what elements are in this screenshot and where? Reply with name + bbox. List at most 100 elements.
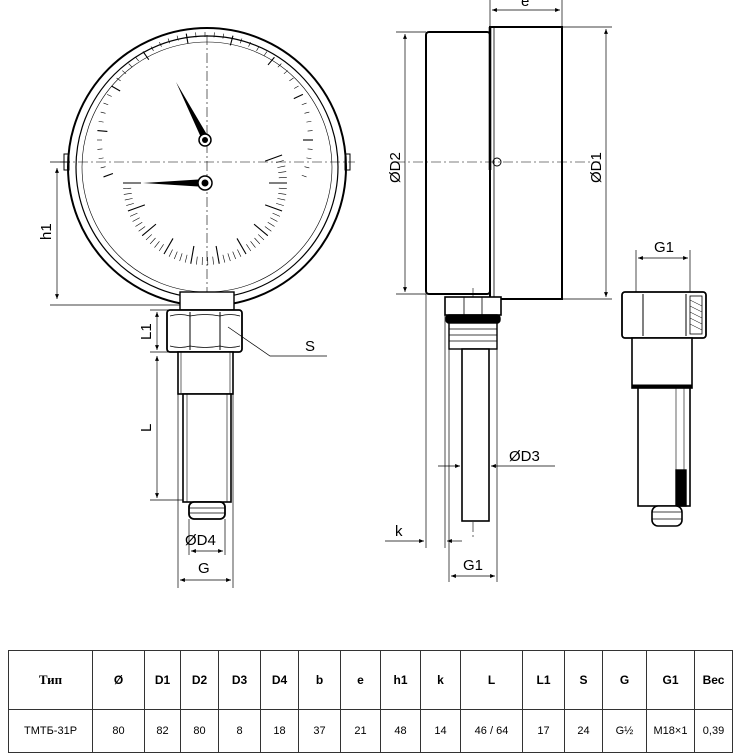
scale-tick xyxy=(143,52,149,60)
scale-tick xyxy=(159,244,163,251)
table-header-cell: Тип xyxy=(9,651,93,710)
stem-tip xyxy=(189,502,225,519)
technical-drawing: h1 L1 L S ØD4 G e ØD2 ØD1 ØD3 k G1 G1 xyxy=(0,0,750,640)
table-cell: 37 xyxy=(299,710,341,753)
scale-tick xyxy=(264,52,267,56)
scale-tick xyxy=(268,222,275,226)
scale-tick xyxy=(279,188,287,189)
scale-tick xyxy=(277,198,285,200)
detail-body xyxy=(632,338,692,388)
table-cell: 46 / 64 xyxy=(461,710,523,753)
table-header-cell: D4 xyxy=(261,651,299,710)
scale-tick xyxy=(265,155,282,161)
scale-lower xyxy=(123,155,287,265)
scale-tick xyxy=(99,158,104,159)
label-G1-side: G1 xyxy=(463,557,483,574)
table-header-cell: L1 xyxy=(523,651,565,710)
scale-tick xyxy=(251,241,256,247)
scale-tick xyxy=(278,193,286,194)
scale-tick xyxy=(278,172,286,173)
scale-tick xyxy=(237,250,241,257)
table-header-row: Тип Ø D1 D2 D3 D4 b e h1 k L L1 S G G1 В… xyxy=(9,651,733,710)
detail-view xyxy=(622,250,706,526)
table-header-cell: G xyxy=(603,651,647,710)
scale-tick xyxy=(306,158,311,159)
scale-tick xyxy=(270,218,277,222)
scale-tick xyxy=(124,193,132,194)
table-header-cell: S xyxy=(565,651,603,710)
table-cell: 17 xyxy=(523,710,565,753)
scale-tick xyxy=(180,253,182,261)
scale-tick xyxy=(130,213,137,216)
table-cell: M18×1 xyxy=(647,710,695,753)
label-L1: L1 xyxy=(138,323,155,340)
scale-tick xyxy=(289,78,293,81)
scale-tick xyxy=(174,252,177,259)
scale-tick xyxy=(191,246,194,264)
table-cell: 80 xyxy=(93,710,145,753)
scale-tick xyxy=(125,198,133,200)
table-header-cell: L xyxy=(461,651,523,710)
scale-tick xyxy=(279,177,287,178)
side-stem xyxy=(462,349,489,521)
scale-tick xyxy=(276,203,284,205)
scale-tick xyxy=(294,94,303,98)
table-cell: 0,39 xyxy=(695,710,733,753)
table-row: ТМТБ-31Р 80 82 80 8 18 37 21 48 14 46 / … xyxy=(9,710,733,753)
label-L: L xyxy=(138,424,155,432)
scale-tick xyxy=(146,234,152,240)
hex-nut xyxy=(167,310,242,352)
scale-tick xyxy=(304,112,309,113)
scale-tick xyxy=(111,86,120,91)
table-header-cell: D1 xyxy=(145,651,181,710)
scale-tick xyxy=(104,103,109,105)
scale-tick xyxy=(155,241,160,247)
label-D1: ØD1 xyxy=(588,152,605,183)
scale-tick xyxy=(306,121,311,122)
label-D4: ØD4 xyxy=(185,532,216,549)
scale-tick xyxy=(123,188,131,189)
table-header-cell: Вес xyxy=(695,651,733,710)
scale-tick xyxy=(230,36,233,46)
scale-tick xyxy=(273,213,280,216)
detail-tip xyxy=(652,506,682,526)
side-seal xyxy=(446,315,500,323)
scale-tick xyxy=(150,238,155,244)
scale-tick xyxy=(284,71,288,74)
table-cell: G½ xyxy=(603,710,647,753)
table-cell: 24 xyxy=(565,710,603,753)
table-header-cell: D2 xyxy=(181,651,219,710)
scale-tick xyxy=(254,224,268,236)
scale-tick xyxy=(302,175,307,177)
scale-tick xyxy=(228,253,230,261)
label-h1: h1 xyxy=(38,223,55,240)
table-header-cell: e xyxy=(341,651,381,710)
scale-tick xyxy=(104,174,113,177)
table-cell: 48 xyxy=(381,710,421,753)
scale-tick xyxy=(255,238,260,244)
label-D3: ØD3 xyxy=(509,448,540,465)
scale-tick xyxy=(136,57,139,61)
table-header-cell: h1 xyxy=(381,651,421,710)
scale-tick xyxy=(101,167,106,168)
scale-tick xyxy=(223,34,224,39)
scale-tick xyxy=(265,205,282,211)
scale-tick xyxy=(99,121,104,122)
table-cell: 21 xyxy=(341,710,381,753)
scale-tick xyxy=(186,34,188,44)
scale-tick xyxy=(223,255,225,263)
scale-tick xyxy=(258,234,264,240)
scale-tick xyxy=(246,244,250,251)
label-S: S xyxy=(305,338,315,355)
scale-tick xyxy=(128,205,145,211)
table-cell: 82 xyxy=(145,710,181,753)
scale-tick xyxy=(213,257,214,265)
table-header-cell: Ø xyxy=(93,651,145,710)
scale-tick xyxy=(277,166,285,168)
socket-neck xyxy=(180,292,234,310)
scale-tick xyxy=(97,131,107,132)
table-cell: 18 xyxy=(261,710,299,753)
table-header-cell: G1 xyxy=(647,651,695,710)
label-k: k xyxy=(395,523,403,540)
scale-tick xyxy=(126,203,134,205)
